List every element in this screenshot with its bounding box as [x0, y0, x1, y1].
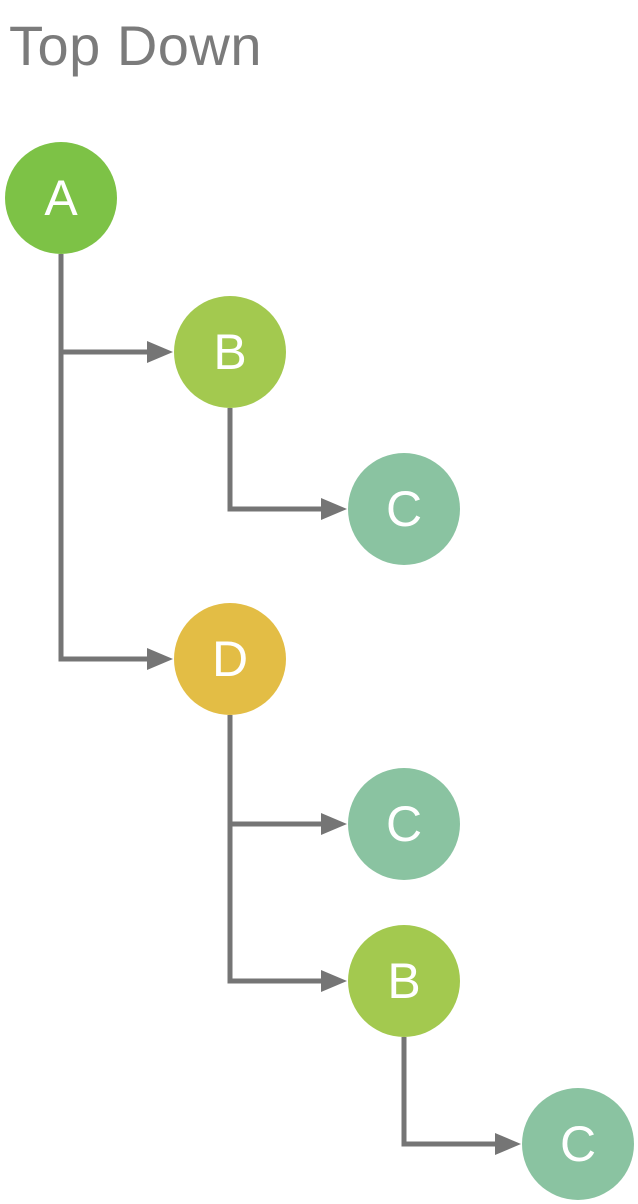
tree-node-D[interactable]: D	[174, 603, 286, 715]
diagram-title: Top Down	[9, 14, 263, 77]
tree-node-C2[interactable]: C	[348, 768, 460, 880]
tree-node-B1[interactable]: B	[174, 296, 286, 408]
tree-node-C3[interactable]: C	[522, 1088, 634, 1200]
tree-node-B2[interactable]: B	[348, 925, 460, 1037]
tree-node-A[interactable]: A	[5, 142, 117, 254]
tree-node-C1[interactable]: C	[348, 453, 460, 565]
